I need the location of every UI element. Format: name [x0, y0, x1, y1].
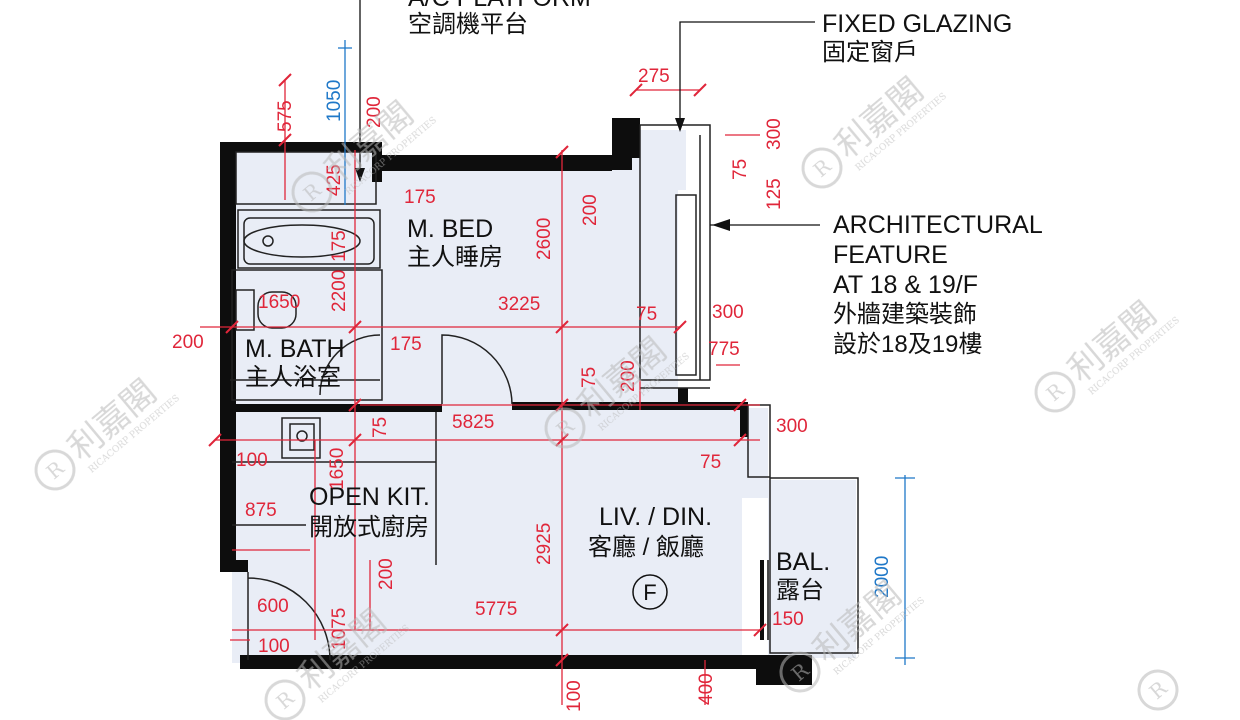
- sink-drain: [296, 430, 308, 442]
- fixed-glazing-label: FIXED GLAZING: [822, 10, 1012, 38]
- bedroom-door: [441, 334, 513, 405]
- dim-3225: 3225: [498, 294, 540, 315]
- arch-feature-line3: AT 18 & 19/F: [833, 271, 978, 299]
- svg-text:R: R: [809, 153, 837, 182]
- dim-200-b: 200: [618, 360, 639, 392]
- room-fills: [232, 130, 856, 663]
- master-bedroom-chinese: 主人睡房: [407, 244, 503, 271]
- dim-600: 600: [257, 596, 289, 617]
- dim-175-b: 175: [329, 230, 350, 262]
- dim-100-a: 100: [236, 450, 268, 471]
- dim-125: 125: [764, 178, 785, 210]
- dim-2000: 2000: [872, 556, 893, 598]
- master-bath-chinese: 主人浴室: [245, 364, 341, 391]
- ac-platform-label: A/C PLATFORM: [408, 0, 591, 12]
- dimension-lines: [200, 80, 760, 705]
- dim-150: 150: [772, 609, 804, 630]
- dim-1650-a: 1650: [258, 292, 300, 313]
- dim-175-c: 175: [390, 334, 422, 355]
- dim-75-top: 75: [730, 159, 751, 180]
- kitchen-sink: [289, 423, 315, 451]
- dim-1650-b: 1650: [327, 448, 348, 490]
- flat-marker-circle: [632, 574, 668, 610]
- dim-400: 400: [696, 673, 717, 705]
- dim-75-a: 75: [636, 304, 657, 325]
- kitchen-label: OPEN KIT.: [309, 483, 430, 511]
- dim-300-b: 300: [776, 416, 808, 437]
- kitchen-chinese: 開放式廚房: [309, 514, 429, 541]
- dim-575: 575: [275, 100, 296, 132]
- svg-text:R: R: [42, 455, 70, 484]
- dim-5775: 5775: [475, 599, 517, 620]
- dim-100-c: 100: [564, 680, 585, 712]
- bathtub-basin: [243, 224, 361, 258]
- svg-text:R: R: [1042, 377, 1070, 406]
- dim-175-a: 175: [404, 187, 436, 208]
- dim-75-b: 75: [579, 367, 600, 388]
- outlines: [230, 124, 859, 654]
- dim-2200: 2200: [329, 270, 350, 312]
- ac-platform-chinese: 空調機平台: [408, 11, 528, 38]
- dim-200-left: 200: [172, 332, 204, 353]
- bath-drain: [262, 235, 274, 247]
- arch-feature-line2: FEATURE: [833, 241, 948, 269]
- walls: [220, 118, 812, 685]
- wash-basin: [235, 289, 255, 331]
- fixed-glazing-chinese: 固定窗戶: [822, 39, 918, 66]
- dim-2600: 2600: [534, 218, 555, 260]
- doors: [247, 334, 513, 661]
- dim-75-c: 75: [370, 417, 391, 438]
- dim-275: 275: [638, 66, 670, 87]
- arch-feature-chinese1: 外牆建築裝飾: [833, 301, 977, 328]
- master-bath-label: M. BATH: [245, 335, 345, 363]
- bath-door: [319, 334, 381, 396]
- balcony-chinese: 露台: [776, 577, 824, 604]
- master-bedroom-label: M. BED: [407, 215, 493, 243]
- dim-775: 775: [708, 339, 740, 360]
- dimension-ticks: [208, 73, 767, 667]
- entry-door: [247, 572, 331, 661]
- dim-1075: 1075: [329, 608, 350, 650]
- fixtures: [235, 217, 375, 451]
- living-dining-chinese: 客廳 / 飯廳: [588, 534, 704, 561]
- flat-marker: F: [643, 580, 656, 605]
- arrowheads: [355, 118, 730, 231]
- dim-875: 875: [245, 500, 277, 521]
- dim-5825: 5825: [452, 412, 494, 433]
- dim-300-top: 300: [764, 118, 785, 150]
- dim-1050: 1050: [324, 80, 345, 122]
- dim-200-c: 200: [376, 558, 397, 590]
- dim-75-d: 75: [700, 452, 721, 473]
- dim-2925: 2925: [534, 523, 555, 565]
- arch-feature-line1: ARCHITECTURAL: [833, 211, 1043, 239]
- dim-200-top: 200: [364, 96, 385, 128]
- dim-300-a: 300: [712, 302, 744, 323]
- wc: [257, 291, 297, 329]
- arch-feature-chinese2: 設於18及19樓: [833, 331, 982, 358]
- dim-200-mid: 200: [580, 194, 601, 226]
- svg-text:R: R: [1145, 675, 1173, 704]
- dimension-lines-blue: [338, 40, 915, 665]
- living-dining-label: LIV. / DIN.: [599, 503, 712, 531]
- dim-100-b: 100: [258, 636, 290, 657]
- svg-text:R: R: [272, 685, 300, 714]
- balcony-label: BAL.: [776, 548, 830, 576]
